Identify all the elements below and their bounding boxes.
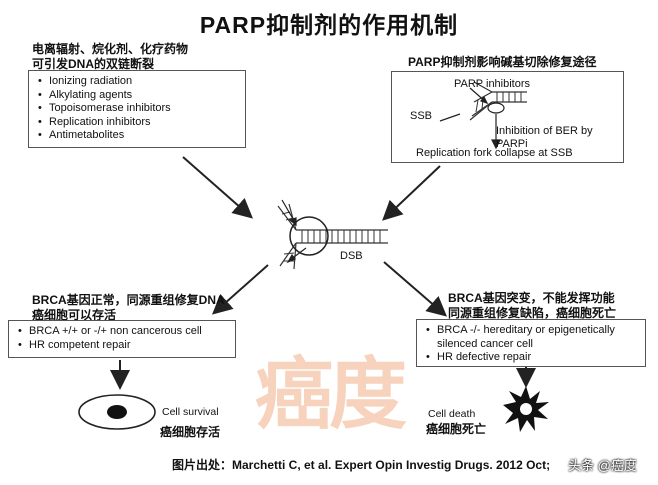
brca-normal-box: BRCA +/+ or -/+ non cancerous cell HR co… [8, 320, 236, 358]
ssb-label: SSB [410, 110, 433, 122]
bottom-right-caption-line1: BRCA基因突变，不能发挥功能 [448, 291, 615, 305]
cell-survival-zh-label: 癌细胞存活 [160, 425, 221, 439]
brca-mutant-box: BRCA -/- hereditary or epigenetically si… [416, 319, 646, 367]
list-item: BRCA +/+ or -/+ non cancerous cell [18, 325, 235, 339]
dead-cell-icon [503, 386, 549, 432]
cell-survival-label: Cell survival [162, 406, 219, 418]
diagram-title: PARP抑制剂的作用机制 [199, 12, 459, 38]
fork-collapse-label: Replication fork collapse at SSB [416, 147, 573, 159]
surviving-cell-icon [78, 394, 156, 430]
brca-normal-list: BRCA +/+ or -/+ non cancerous cell HR co… [9, 321, 235, 352]
list-item: Ionizing radiation [38, 75, 245, 89]
list-item: Alkylating agents [38, 89, 245, 103]
bottom-right-caption-line2: 同源重组修复缺陷，癌细胞死亡 [448, 306, 617, 320]
top-left-caption-line1: 电离辐射、烷化剂、化疗药物 [32, 42, 189, 56]
list-item: Topoisomerase inhibitors [38, 102, 245, 116]
dsb-label: DSB [340, 250, 363, 262]
parp-inhibition-box: PARP inhibitors SSB Inhibition of BER by… [391, 71, 624, 163]
bottom-left-caption: BRCA基因正常，同源重组修复DNA 癌细胞可以存活 [32, 293, 225, 323]
cell-death-label: Cell death [428, 408, 476, 420]
list-item: HR competent repair [18, 339, 235, 353]
source-credit: 图片出处：Marchetti C, et al. Expert Opin Inv… [172, 458, 551, 472]
bottom-left-caption-line1: BRCA基因正常，同源重组修复DNA [32, 293, 225, 307]
top-left-caption: 电离辐射、烷化剂、化疗药物 可引发DNA的双链断裂 [32, 42, 188, 72]
cell-death-zh-label: 癌细胞死亡 [426, 422, 487, 436]
damage-agents-box: Ionizing radiation Alkylating agents Top… [28, 70, 246, 148]
damage-agents-list: Ionizing radiation Alkylating agents Top… [29, 71, 245, 143]
account-watermark: 头条 @癌度 [568, 458, 637, 473]
bottom-left-caption-line2: 癌细胞可以存活 [32, 308, 117, 322]
bottom-right-caption: BRCA基因突变，不能发挥功能 同源重组修复缺陷，癌细胞死亡 [448, 291, 616, 321]
top-left-caption-line2: 可引发DNA的双链断裂 [32, 57, 154, 71]
list-item: Replication inhibitors [38, 116, 245, 130]
list-item: BRCA -/- hereditary or epigenetically si… [426, 324, 645, 351]
ber-inhibition-illustration [439, 81, 527, 150]
ber-inhibition-label: Inhibition of BER by PARPi [496, 125, 593, 150]
top-right-caption: PARP抑制剂影响碱基切除修复途径 [408, 55, 597, 69]
watermark-logo: 癌度 [255, 350, 407, 440]
parp-inhibitors-label: PARP inhibitors [454, 78, 531, 90]
list-item: HR defective repair [426, 351, 645, 365]
list-item: Antimetabolites [38, 129, 245, 143]
brca-mutant-list: BRCA -/- hereditary or epigenetically si… [417, 320, 645, 365]
